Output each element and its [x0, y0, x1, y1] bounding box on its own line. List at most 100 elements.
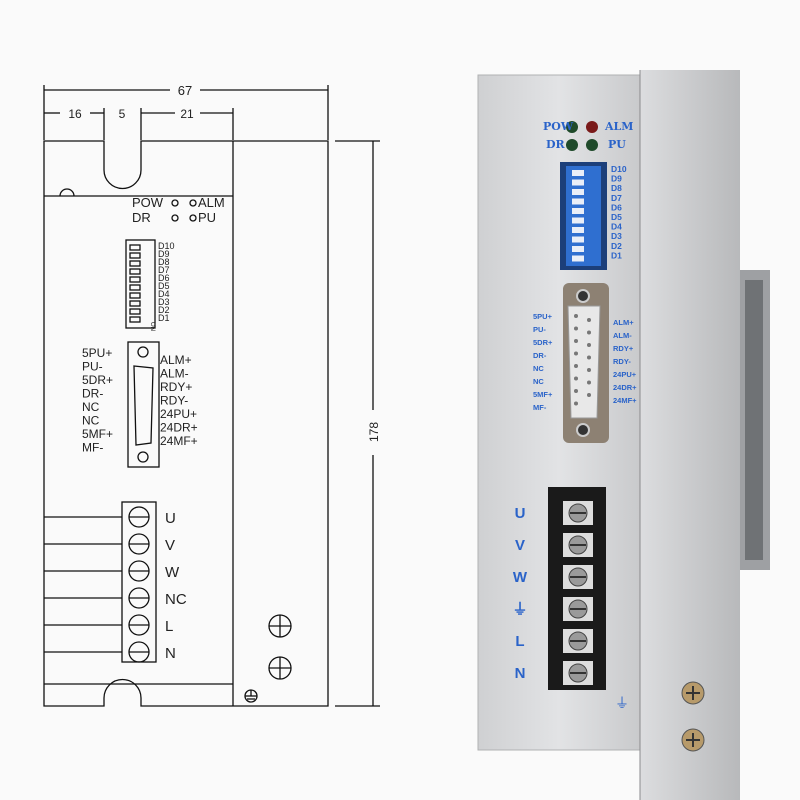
- terminal-label: NC: [165, 591, 187, 608]
- dip-switch: [572, 208, 584, 214]
- terminal-label: ⏚: [512, 601, 527, 618]
- dip-switch: [572, 198, 584, 205]
- signal-label-left: MF-: [82, 441, 103, 455]
- dip-label: D2: [611, 241, 622, 251]
- db15-pin: [574, 364, 578, 368]
- dim-height: 178: [367, 422, 381, 442]
- dip-label: D4: [611, 222, 622, 232]
- dip-label: D10: [611, 164, 627, 174]
- terminal-label: V: [515, 537, 525, 554]
- dip-label: D10: [158, 241, 175, 251]
- signal-label-left: 5MF+: [533, 390, 553, 399]
- signal-label-right: 24MF+: [160, 434, 198, 448]
- db15-pin: [587, 355, 591, 360]
- dip-switch: [129, 244, 141, 251]
- signal-label-left: MF-: [533, 403, 547, 412]
- ground-symbol-icon: ⏚: [615, 695, 629, 711]
- signal-label-left: 5DR+: [533, 338, 553, 347]
- signal-label-left: NC: [82, 414, 100, 428]
- dip-switch: [129, 260, 141, 267]
- photo-label-alm: ALM: [604, 120, 633, 133]
- signal-label-right: RDY+: [160, 380, 192, 394]
- db15-pin: [587, 343, 591, 347]
- led-alm: [586, 121, 598, 133]
- dip-switch: [129, 300, 141, 307]
- dip-label: D8: [158, 257, 170, 267]
- signal-label-left: NC: [533, 364, 544, 373]
- led-dr: [566, 139, 578, 151]
- db15-pin: [574, 351, 578, 356]
- db15-pin: [574, 326, 578, 331]
- db15-pin: [574, 389, 578, 393]
- db15-pin: [574, 314, 578, 318]
- dip-label: D7: [611, 193, 622, 203]
- db15-pin: [574, 401, 578, 406]
- photo-label-pow: POW: [543, 120, 574, 133]
- dip-switch: [129, 284, 141, 291]
- led-label-pow: POW: [132, 195, 164, 210]
- signal-label-right: 24MF+: [613, 396, 637, 405]
- dip-switch: [572, 217, 584, 224]
- dip-label: D2: [158, 305, 170, 315]
- terminal-label: W: [165, 564, 180, 581]
- dip-label: D6: [611, 202, 622, 212]
- dip-switch: [572, 227, 584, 233]
- db15-pin: [574, 376, 578, 381]
- dip-label: D3: [611, 231, 622, 241]
- dip-label: D5: [611, 212, 622, 222]
- db15-pin: [587, 330, 591, 335]
- signal-label-left: 5PU+: [533, 312, 553, 321]
- signal-label-right: 24PU+: [613, 370, 637, 379]
- terminal-label: U: [165, 510, 176, 527]
- signal-label-left: DR-: [533, 351, 547, 360]
- db15-pin: [587, 318, 591, 322]
- db15-pin: [587, 368, 591, 372]
- terminal-label: L: [165, 618, 173, 635]
- signal-label-left: DR-: [82, 387, 103, 401]
- signal-label-right: ALM+: [160, 353, 192, 367]
- dim-notch: 5: [119, 107, 126, 121]
- dip-label: D4: [158, 289, 170, 299]
- dip-switch: [572, 236, 584, 243]
- terminal-label: V: [165, 537, 175, 554]
- led-pow: [566, 121, 578, 133]
- signal-label-left: NC: [533, 377, 544, 386]
- dip-label: D3: [158, 297, 170, 307]
- signal-label-right: ALM-: [160, 367, 189, 381]
- signal-label-left: PU-: [533, 325, 546, 334]
- dip-switch: [572, 179, 584, 186]
- photo-label-dr: DR: [546, 138, 566, 151]
- led-label-dr: DR: [132, 210, 151, 225]
- driver-photo: ⏚: [477, 70, 770, 800]
- terminal-label: W: [513, 569, 528, 586]
- dip-switch: [129, 252, 141, 259]
- led-pu: [586, 139, 598, 151]
- signal-label-right: ALM-: [613, 331, 632, 340]
- signal-label-left: 5PU+: [82, 346, 112, 360]
- led-label-alm: ALM: [198, 195, 225, 210]
- dip-switch: [129, 276, 141, 283]
- dip-on-label: ON: [149, 322, 155, 331]
- db15-pin: [574, 339, 578, 343]
- led-label-pu: PU: [198, 210, 216, 225]
- dip-label: D8: [611, 183, 622, 193]
- signal-label-right: RDY-: [160, 394, 188, 408]
- dip-label: D7: [158, 265, 170, 275]
- dip-switch: [572, 189, 584, 195]
- db15-pin: [587, 380, 591, 385]
- signal-label-right: RDY+: [613, 344, 634, 353]
- dip-label: D9: [611, 174, 622, 184]
- signal-label-right: RDY-: [613, 357, 631, 366]
- signal-label-right: 24DR+: [160, 421, 198, 435]
- signal-label-left: 5MF+: [82, 427, 113, 441]
- dip-switch: [129, 268, 141, 275]
- photo-label-pu: PU: [608, 138, 626, 151]
- terminal-label: N: [165, 645, 176, 662]
- dip-switch: [572, 255, 584, 262]
- terminal-label: N: [515, 665, 526, 682]
- dip-switch: [129, 316, 141, 323]
- signal-label-right: 24PU+: [160, 407, 197, 421]
- signal-label-right: 24DR+: [613, 383, 637, 392]
